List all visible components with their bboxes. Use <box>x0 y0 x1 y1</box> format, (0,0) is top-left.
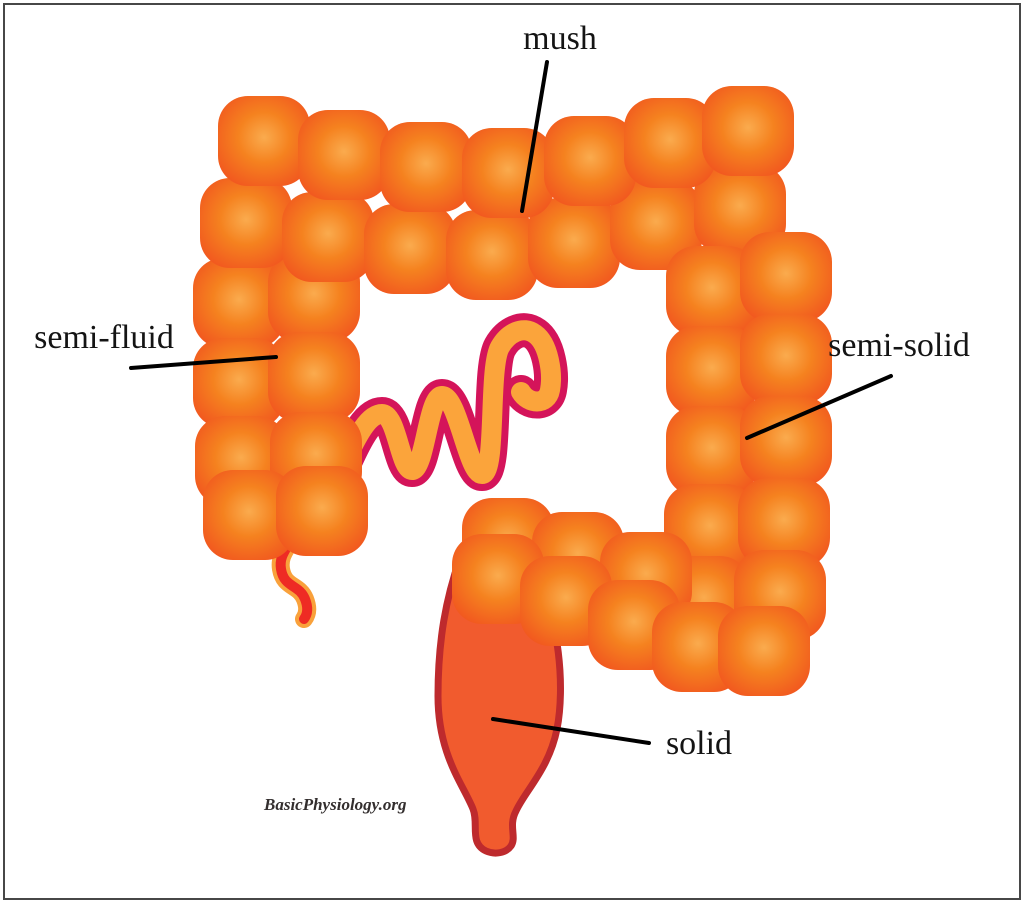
haustra-segment <box>544 116 636 206</box>
haustra-segment <box>282 192 374 282</box>
label-semi-fluid: semi-fluid <box>34 319 174 356</box>
ascending-colon <box>193 252 368 560</box>
semi-solid-leader-line <box>745 374 893 440</box>
haustra-segment <box>740 232 832 322</box>
haustra-segment <box>462 128 554 218</box>
haustra-segment <box>380 122 472 212</box>
label-mush: mush <box>523 20 597 57</box>
haustra-segment <box>268 332 360 422</box>
label-semi-solid: semi-solid <box>828 327 970 364</box>
semi-fluid-leader-line <box>129 355 278 370</box>
haustra-segment <box>702 86 794 176</box>
haustra-segment <box>276 466 368 556</box>
solid-leader-line <box>491 717 651 745</box>
haustra-segment <box>718 606 810 696</box>
haustra-segment <box>200 178 292 268</box>
haustra-segment <box>446 210 538 300</box>
haustra-segment <box>364 204 456 294</box>
watermark: BasicPhysiology.org <box>264 795 407 814</box>
mush-leader-line <box>520 60 549 213</box>
haustra-segment <box>740 314 832 404</box>
label-solid: solid <box>665 725 733 762</box>
small-intestine-shape <box>329 313 568 491</box>
leader-lines <box>129 60 893 745</box>
haustra-segment <box>298 110 390 200</box>
haustra-segment <box>218 96 310 186</box>
ileum-inner-stroke <box>336 320 561 484</box>
